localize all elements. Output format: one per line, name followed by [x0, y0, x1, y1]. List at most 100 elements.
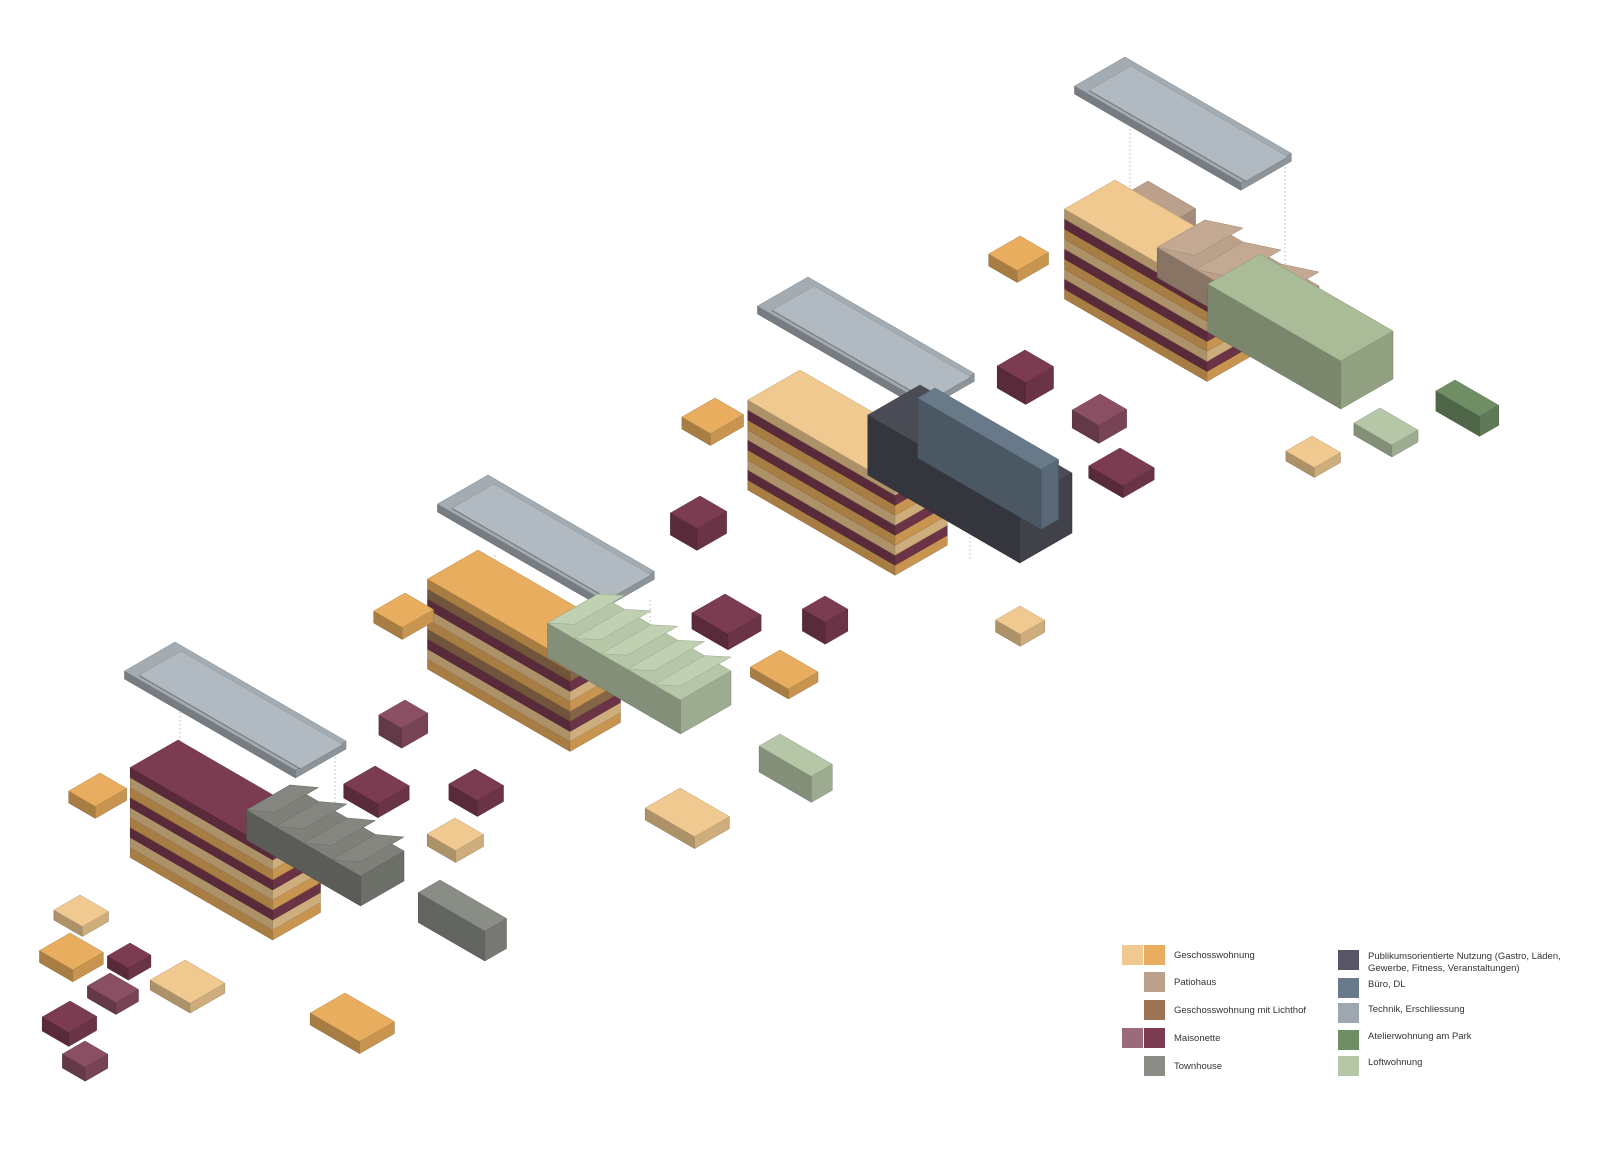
loose-maisonette-3c [801, 595, 849, 645]
legend-right-item-3-label: Atelierwohnung am Park [1368, 1031, 1472, 1042]
legend-item-2-swatch [1144, 1000, 1165, 1020]
office-wing-3-side-face [1040, 459, 1059, 530]
loose-maisonette-1d-top-face [61, 1040, 109, 1068]
roof-slab-2-inset [451, 483, 652, 601]
office-wing-3-top-face [917, 387, 1060, 470]
loose-flat-3c-top-face [995, 605, 1046, 635]
legend-right-item-4-label: Loftwohnung [1368, 1057, 1422, 1068]
loose-flat-1a [68, 772, 128, 819]
atelier-unit-4 [1435, 379, 1500, 437]
townhouse-hall-1-roof-tooth [331, 834, 405, 863]
roof-slab-1-inset-top-face [138, 650, 344, 769]
roof-slab-1-inset [138, 650, 344, 770]
loose-maisonette-2a [378, 699, 429, 749]
loose-flat-4a [988, 235, 1050, 283]
loose-flat-4b [1285, 435, 1342, 478]
loose-flat-2b [426, 817, 485, 863]
loose-flat-2a [373, 592, 435, 640]
loose-maisonette-4b-top-face [1071, 393, 1128, 426]
loose-maisonette-3a-top-face [669, 495, 728, 529]
loft-unit-2 [758, 733, 833, 803]
roof-slab-1 [123, 641, 347, 779]
loose-flat-3b-top-face [749, 649, 819, 690]
loft-hall-2-roof-tooth [653, 655, 732, 687]
loose-maisonette-1a [106, 942, 152, 981]
loose-maisonette-4a-top-face [996, 349, 1055, 383]
loose-maisonette-1d [61, 1040, 109, 1082]
loose-maisonette-4a [996, 349, 1055, 405]
loose-maisonette-2c [448, 768, 505, 817]
legend: GeschosswohnungPatiohausGeschosswohnung … [1122, 945, 1561, 1076]
loft-hall-2-roof-tooth [546, 593, 626, 625]
loose-flat-1c [38, 932, 104, 983]
legend-right-item-4-swatch [1338, 1056, 1359, 1076]
townhouse-unit-1-top-face [417, 879, 507, 932]
legend-item-0-label: Geschosswohnung [1174, 950, 1255, 961]
townhouse-hall-1-roof-tooth [302, 817, 377, 846]
legend-right-item-2-label: Technik, Erschliessung [1368, 1004, 1465, 1015]
loose-maisonette-2a-top-face [378, 699, 429, 729]
legend-item-1-swatch [1144, 972, 1165, 992]
loose-maisonette-1c [41, 1000, 98, 1047]
legend-item-2-label: Geschosswohnung mit Lichthof [1174, 1005, 1306, 1016]
loft-unit-4 [1353, 407, 1419, 458]
atelier-unit-4-top-face [1435, 379, 1500, 417]
loft-hall-2-roof-tooth [573, 609, 653, 641]
legend-item-3-swatch [1122, 1028, 1143, 1048]
legend-item-3-swatch [1144, 1028, 1165, 1048]
legend-right-item-2-swatch [1338, 1003, 1359, 1023]
loose-flat-2c-top-face [644, 787, 730, 837]
loose-flat-1e [309, 992, 395, 1055]
loose-flat-1c-top-face [38, 932, 104, 971]
loose-flat-2b-top-face [426, 817, 485, 851]
loose-maisonette-1a-top-face [106, 942, 152, 969]
atelier-hall-4-top-face [1207, 253, 1394, 362]
legend-item-4-swatch [1144, 1056, 1165, 1076]
loose-flat-1a-top-face [68, 772, 128, 807]
loose-flat-1d-top-face [149, 959, 226, 1004]
loose-maisonette-3b [691, 593, 762, 651]
roof-slab-4-inset [1088, 65, 1289, 183]
legend-right-item-1-label: Büro, DL [1368, 979, 1406, 990]
loose-flat-1d [149, 959, 226, 1014]
legend-right-item-3-swatch [1338, 1030, 1359, 1050]
patio-hall-4-roof-tooth [1156, 219, 1244, 256]
loft-hall-2 [546, 593, 732, 735]
roof-slab-4-inset-top-face [1088, 65, 1289, 182]
loose-maisonette-2b [343, 765, 410, 819]
axonometric-scene [38, 56, 1500, 1082]
loose-flat-3c [995, 605, 1046, 647]
loft-unit-4-top-face [1353, 407, 1419, 446]
loose-maisonette-2c-top-face [448, 768, 505, 801]
loose-flat-2a-top-face [373, 592, 435, 628]
loose-flat-4a-top-face [988, 235, 1050, 271]
townhouse-hall-1-roof-tooth [245, 784, 320, 813]
loose-maisonette-4c [1088, 447, 1155, 499]
legend-right-item-0-label: Publikumsorientierte Nutzung (Gastro, Lä… [1368, 951, 1561, 962]
legend-item-0-swatch [1122, 945, 1143, 965]
loose-flat-3a [681, 397, 745, 446]
townhouse-unit-1 [417, 879, 507, 962]
loose-flat-2c [644, 787, 730, 850]
loose-maisonette-3c-top-face [801, 595, 849, 623]
roof-slab-4 [1073, 56, 1292, 191]
atelier-hall-4 [1207, 253, 1394, 410]
loose-flat-3b [749, 649, 819, 700]
legend-item-3-label: Maisonette [1174, 1033, 1220, 1044]
legend-right-item-0-swatch [1338, 950, 1359, 970]
loose-flat-1e-top-face [309, 992, 395, 1042]
loft-hall-2-roof-tooth [599, 624, 679, 656]
legend-right-item-0-label: Gewerbe, Fitness, Veranstaltungen) [1368, 963, 1520, 974]
roof-slab-2 [436, 474, 655, 609]
loose-maisonette-3a [669, 495, 728, 551]
loose-maisonette-2b-top-face [343, 765, 410, 805]
townhouse-hall-1-roof-tooth [274, 801, 348, 830]
loose-flat-1b-top-face [53, 894, 110, 927]
loose-maisonette-3b-top-face [691, 593, 762, 635]
office-wing-3 [917, 387, 1060, 530]
loose-maisonette-4b [1071, 393, 1128, 444]
legend-right-item-1-swatch [1338, 978, 1359, 998]
loose-flat-1b [53, 894, 110, 937]
loose-flat-3a-top-face [681, 397, 745, 434]
loft-hall-2-roof-tooth [626, 639, 706, 671]
